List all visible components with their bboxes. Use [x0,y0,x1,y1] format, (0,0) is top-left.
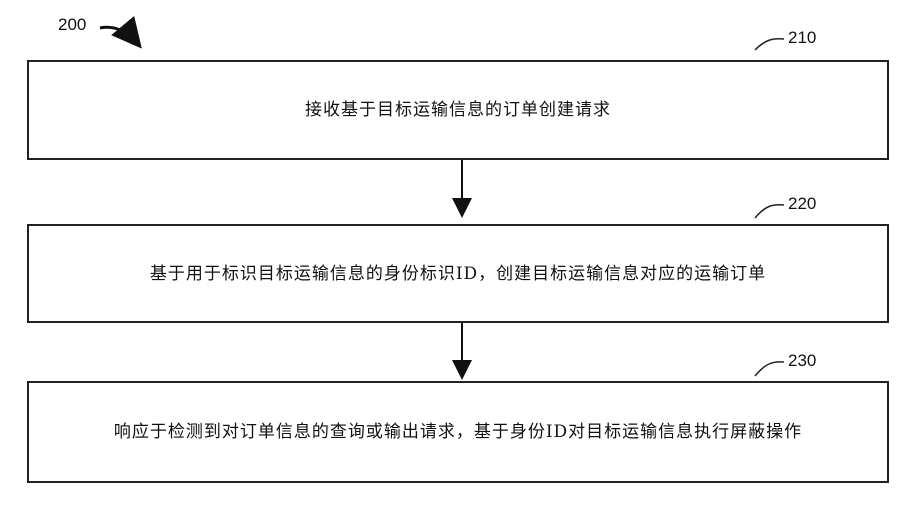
step-230-leader [755,362,784,376]
step-box-210: 接收基于目标运输信息的订单创建请求 [27,60,889,160]
step-box-230: 响应于检测到对订单信息的查询或输出请求，基于身份ID对目标运输信息执行屏蔽操作 [27,381,889,483]
step-220-ref: 220 [788,194,816,214]
step-210-leader [755,39,784,50]
step-220-leader [755,205,784,218]
figure-pointer-arrow [100,27,138,44]
step-210-text: 接收基于目标运输信息的订单创建请求 [287,97,629,123]
step-230-text: 响应于检测到对订单信息的查询或输出请求，基于身份ID对目标运输信息执行屏蔽操作 [96,419,820,445]
step-box-220: 基于用于标识目标运输信息的身份标识ID，创建目标运输信息对应的运输订单 [27,224,889,323]
step-230-ref: 230 [788,351,816,371]
step-210-ref: 210 [788,28,816,48]
step-220-text: 基于用于标识目标运输信息的身份标识ID，创建目标运输信息对应的运输订单 [132,261,784,287]
